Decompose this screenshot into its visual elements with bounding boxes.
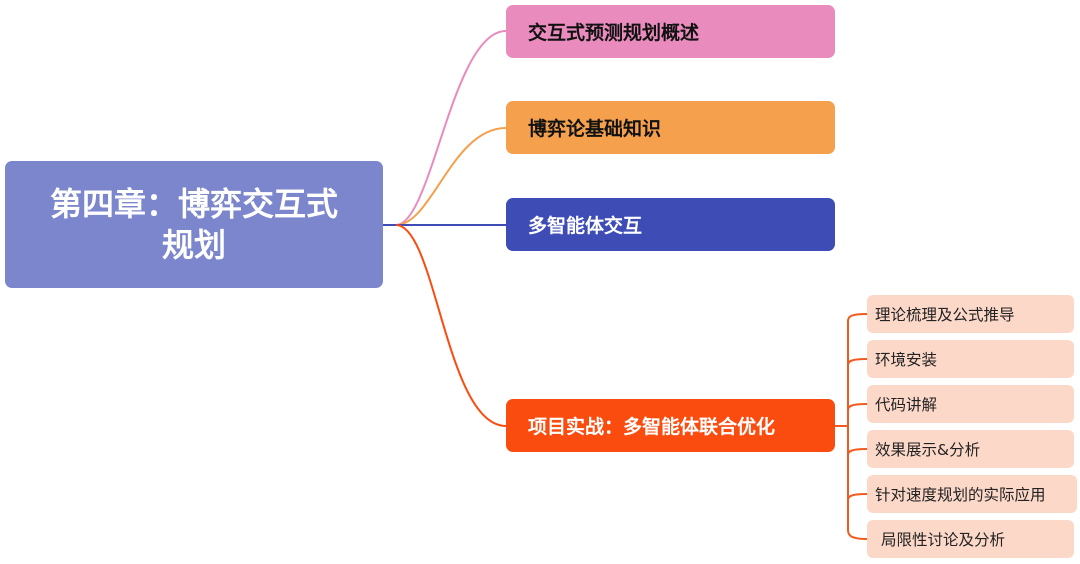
- branch-label: 交互式预测规划概述: [528, 22, 700, 44]
- branch-label: 博弈论基础知识: [528, 118, 662, 140]
- leaf-trunk: [835, 321, 849, 530]
- leaf-tick: [847, 493, 868, 501]
- leaf-connectors: [835, 313, 868, 540]
- branch-node-project[interactable]: 项目实战：多智能体联合优化: [506, 399, 835, 452]
- leaf-label: 针对速度规划的实际应用: [875, 486, 1046, 504]
- connector-branch-4: [395, 224, 507, 427]
- connector-branch-2: [395, 127, 507, 226]
- root-node[interactable]: 第四章：博弈交互式规划: [5, 161, 383, 288]
- leaf-tick: [847, 448, 868, 456]
- leaf-tick: [847, 358, 868, 366]
- branch-node-game-theory[interactable]: 博弈论基础知识: [506, 101, 835, 154]
- leaf-node-theory[interactable]: 理论梳理及公式推导: [867, 295, 1074, 333]
- leaf-label: 环境安装: [875, 351, 938, 369]
- leaf-node-environment[interactable]: 环境安装: [867, 340, 1074, 378]
- leaf-label: 理论梳理及公式推导: [875, 306, 1015, 324]
- leaf-node-code[interactable]: 代码讲解: [867, 385, 1074, 423]
- leaf-node-results[interactable]: 效果展示&分析: [867, 430, 1074, 468]
- leaf-label: 代码讲解: [875, 396, 938, 414]
- leaf-label: 效果展示&分析: [875, 441, 981, 459]
- leaf-node-speed-planning[interactable]: 针对速度规划的实际应用: [867, 475, 1077, 513]
- branch-node-multi-agent[interactable]: 多智能体交互: [506, 198, 835, 251]
- connector-branch-1: [395, 30, 507, 226]
- leaf-tick: [847, 313, 868, 322]
- branch-label: 多智能体交互: [528, 215, 643, 237]
- leaf-node-limitations[interactable]: 局限性讨论及分析: [867, 520, 1074, 558]
- root-label: 第四章：博弈交互式规划: [49, 184, 338, 264]
- branch-label: 项目实战：多智能体联合优化: [528, 416, 776, 438]
- leaf-tick: [847, 529, 868, 540]
- leaf-label: 局限性讨论及分析: [881, 531, 1006, 549]
- leaf-tick: [847, 403, 868, 411]
- branch-node-interactive-prediction[interactable]: 交互式预测规划概述: [506, 5, 835, 58]
